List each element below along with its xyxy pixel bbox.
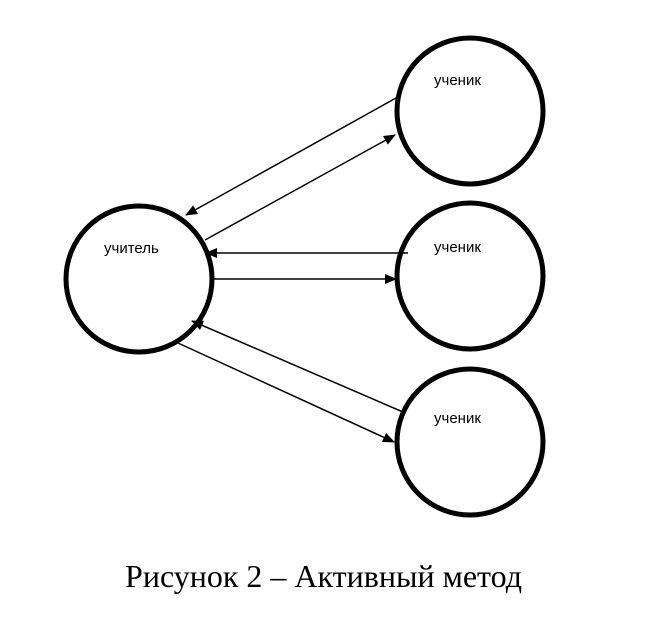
arrow-student3-to-teacher [191, 320, 404, 413]
student-label-1: ученик [434, 72, 481, 89]
arrow-student1-to-teacher [185, 97, 397, 216]
student-label-3: ученик [434, 410, 481, 427]
teacher-label: учитель [104, 240, 159, 257]
arrow-teacher-to-student1 [204, 134, 396, 241]
teacher-node [63, 203, 215, 355]
student-label-2: ученик [434, 239, 481, 256]
arrow-teacher-to-student3 [177, 342, 395, 443]
student-node-1 [394, 35, 546, 187]
student-node-3 [394, 366, 546, 518]
student-node-2 [394, 200, 546, 352]
figure-caption: Рисунок 2 – Активный метод [125, 558, 522, 594]
